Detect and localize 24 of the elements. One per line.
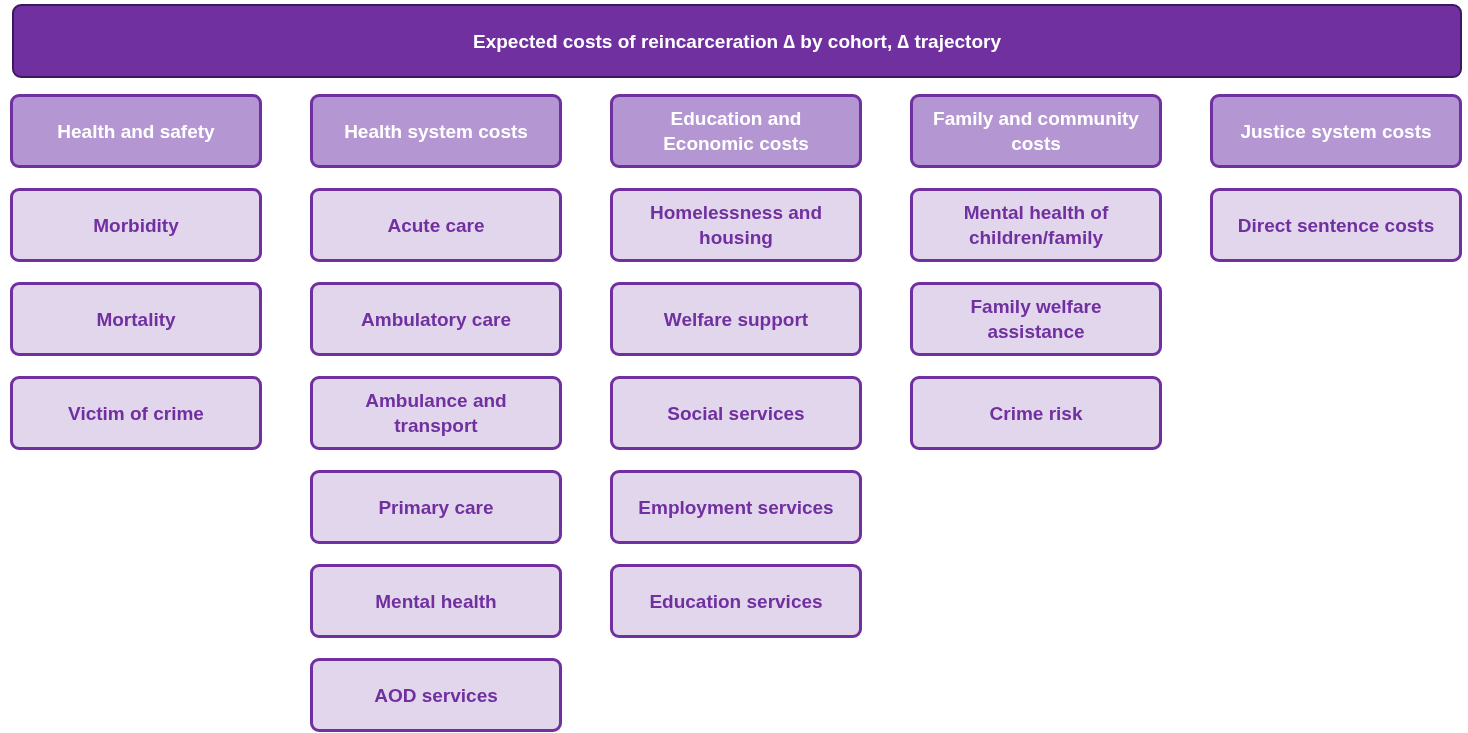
cost-item-box: Education services: [610, 564, 862, 638]
category-header: Health and safety: [10, 94, 262, 168]
cost-item-box: Mental health of children/family: [910, 188, 1162, 262]
cost-item-box: Homelessness and housing: [610, 188, 862, 262]
cost-item-box: Morbidity: [10, 188, 262, 262]
cost-item-box: Direct sentence costs: [1210, 188, 1462, 262]
cost-item-box: Social services: [610, 376, 862, 450]
cost-item-box: Acute care: [310, 188, 562, 262]
cost-item-box: Mental health: [310, 564, 562, 638]
category-header: Education and Economic costs: [610, 94, 862, 168]
cost-item-box: Employment services: [610, 470, 862, 544]
category-header: Justice system costs: [1210, 94, 1462, 168]
cost-item-box: Mortality: [10, 282, 262, 356]
cost-item-box: Crime risk: [910, 376, 1162, 450]
cost-item-box: Ambulance and transport: [310, 376, 562, 450]
cost-item-box: Primary care: [310, 470, 562, 544]
cost-item-box: Family welfare assistance: [910, 282, 1162, 356]
cost-item-box: Welfare support: [610, 282, 862, 356]
cost-item-box: Ambulatory care: [310, 282, 562, 356]
category-header: Health system costs: [310, 94, 562, 168]
title-bar: Expected costs of reincarceration ∆ by cohort, ∆ trajectory: [12, 4, 1462, 78]
category-header: Family and community costs: [910, 94, 1162, 168]
cost-item-box: Victim of crime: [10, 376, 262, 450]
cost-item-box: AOD services: [310, 658, 562, 732]
